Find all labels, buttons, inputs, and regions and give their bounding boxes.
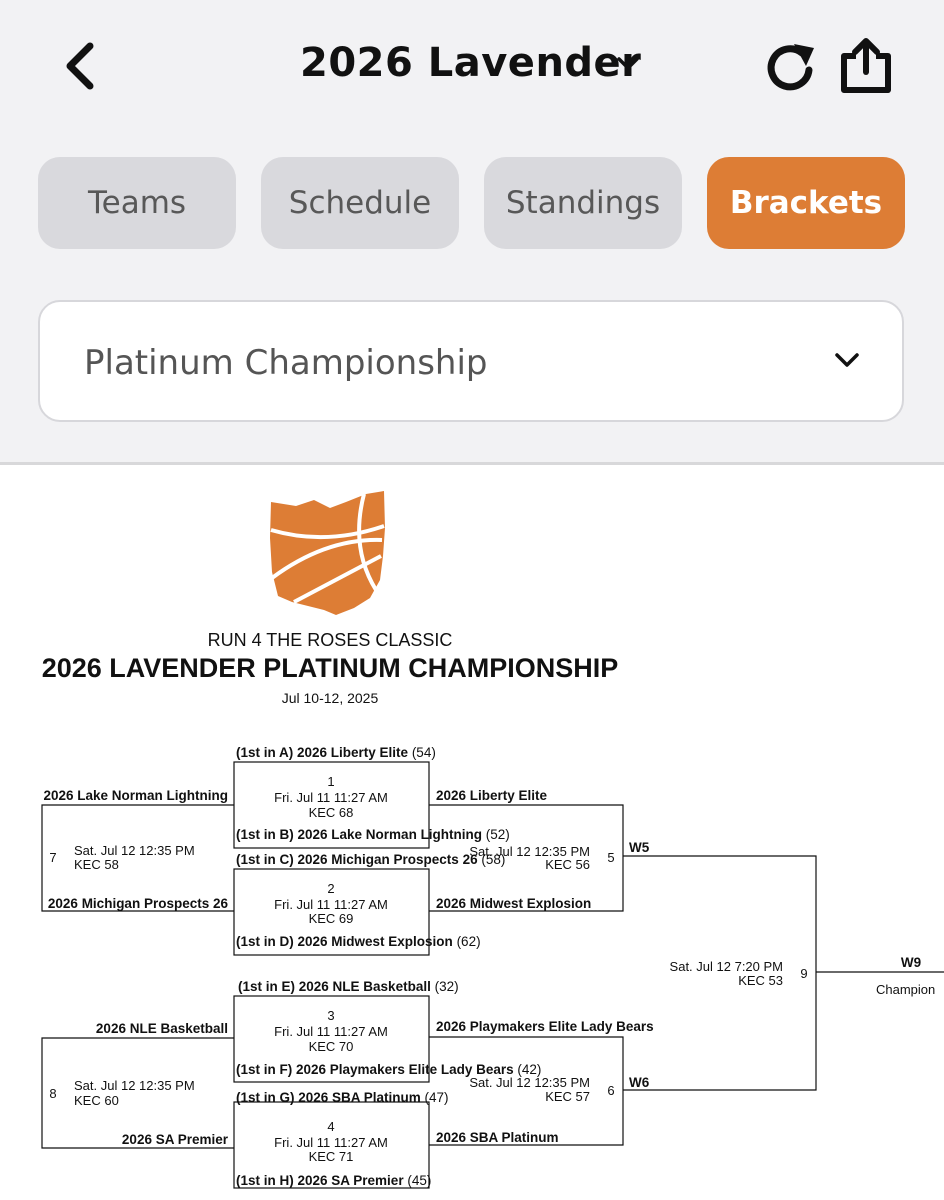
chevron-down-icon[interactable] — [612, 52, 644, 76]
game1-number: 1 — [327, 774, 334, 789]
game8-bottom-team: 2026 SA Premier — [122, 1132, 229, 1147]
game9-court: KEC 53 — [738, 973, 783, 988]
bracket-title: 2026 LAVENDER PLATINUM CHAMPIONSHIP — [41, 653, 619, 683]
game8-number: 8 — [49, 1086, 56, 1101]
game5-winner: W5 — [629, 840, 650, 855]
refresh-icon[interactable] — [762, 38, 820, 96]
tab-brackets[interactable]: Brackets — [707, 157, 905, 249]
share-icon[interactable] — [836, 34, 896, 96]
tab-standings[interactable]: Standings — [484, 157, 682, 249]
game8-court: KEC 60 — [74, 1093, 119, 1108]
event-dates: Jul 10-12, 2025 — [281, 690, 379, 706]
game6-bottom-team: 2026 SBA Platinum — [436, 1130, 559, 1145]
game5-bottom-team: 2026 Midwest Explosion — [436, 896, 591, 911]
game7-time: Sat. Jul 12 12:35 PM — [74, 843, 195, 858]
game5-court: KEC 56 — [545, 857, 590, 872]
game1-time: Fri. Jul 11 11:27 AM — [274, 790, 388, 805]
game7-top-team: 2026 Lake Norman Lightning — [43, 788, 228, 803]
division-select-value: Platinum Championship — [84, 343, 488, 383]
game1-court: KEC 68 — [309, 805, 354, 820]
game3-court: KEC 70 — [309, 1039, 354, 1054]
game1-top-team: (1st in A) 2026 Liberty Elite (54) — [236, 745, 436, 760]
game5-top-team: 2026 Liberty Elite — [436, 788, 548, 803]
game9-number: 9 — [800, 966, 807, 981]
champion-label: Champion — [876, 982, 935, 997]
game2-court: KEC 69 — [309, 911, 354, 926]
game4-court: KEC 71 — [309, 1149, 354, 1164]
division-select[interactable]: Platinum Championship — [38, 300, 904, 422]
game8-top-team: 2026 NLE Basketball — [96, 1021, 228, 1036]
game2-number: 2 — [327, 881, 334, 896]
chevron-down-icon — [835, 353, 859, 367]
game6-top-team: 2026 Playmakers Elite Lady Bears — [436, 1019, 654, 1034]
game4-time: Fri. Jul 11 11:27 AM — [274, 1135, 388, 1150]
game7-court: KEC 58 — [74, 857, 119, 872]
tab-schedule[interactable]: Schedule — [261, 157, 459, 249]
game6-time: Sat. Jul 12 12:35 PM — [469, 1075, 590, 1090]
game3-top-team: (1st in E) 2026 NLE Basketball (32) — [238, 979, 459, 994]
game2-bottom-team: (1st in D) 2026 Midwest Explosion (62) — [236, 934, 481, 949]
game5-number: 5 — [607, 850, 614, 865]
game3-number: 3 — [327, 1008, 334, 1023]
game7-number: 7 — [49, 850, 56, 865]
game9-winner: W9 — [901, 955, 921, 970]
game7-bottom-team: 2026 Michigan Prospects 26 — [48, 896, 229, 911]
ohio-basketball-logo — [270, 491, 385, 615]
game4-bottom-team: (1st in H) 2026 SA Premier (45) — [236, 1173, 431, 1188]
page-title[interactable]: 2026 Lavender — [300, 40, 642, 86]
game6-winner: W6 — [629, 1075, 650, 1090]
game9-time: Sat. Jul 12 7:20 PM — [670, 959, 783, 974]
header-divider — [0, 462, 944, 465]
game6-number: 6 — [607, 1083, 614, 1098]
game8-time: Sat. Jul 12 12:35 PM — [74, 1078, 195, 1093]
game1-bottom-team: (1st in B) 2026 Lake Norman Lightning (5… — [236, 827, 510, 842]
game4-top-team: (1st in G) 2026 SBA Platinum (47) — [236, 1090, 449, 1105]
event-name: RUN 4 THE ROSES CLASSIC — [207, 630, 453, 650]
game3-time: Fri. Jul 11 11:27 AM — [274, 1024, 388, 1039]
back-chevron-icon[interactable] — [58, 38, 108, 94]
game4-number: 4 — [327, 1119, 334, 1134]
tab-teams[interactable]: Teams — [38, 157, 236, 249]
game6-court: KEC 57 — [545, 1089, 590, 1104]
game2-time: Fri. Jul 11 11:27 AM — [274, 897, 388, 912]
game3-bottom-team: (1st in F) 2026 Playmakers Elite Lady Be… — [236, 1062, 541, 1077]
game5-time: Sat. Jul 12 12:35 PM — [469, 844, 590, 859]
game2-top-team: (1st in C) 2026 Michigan Prospects 26 (5… — [236, 852, 505, 867]
